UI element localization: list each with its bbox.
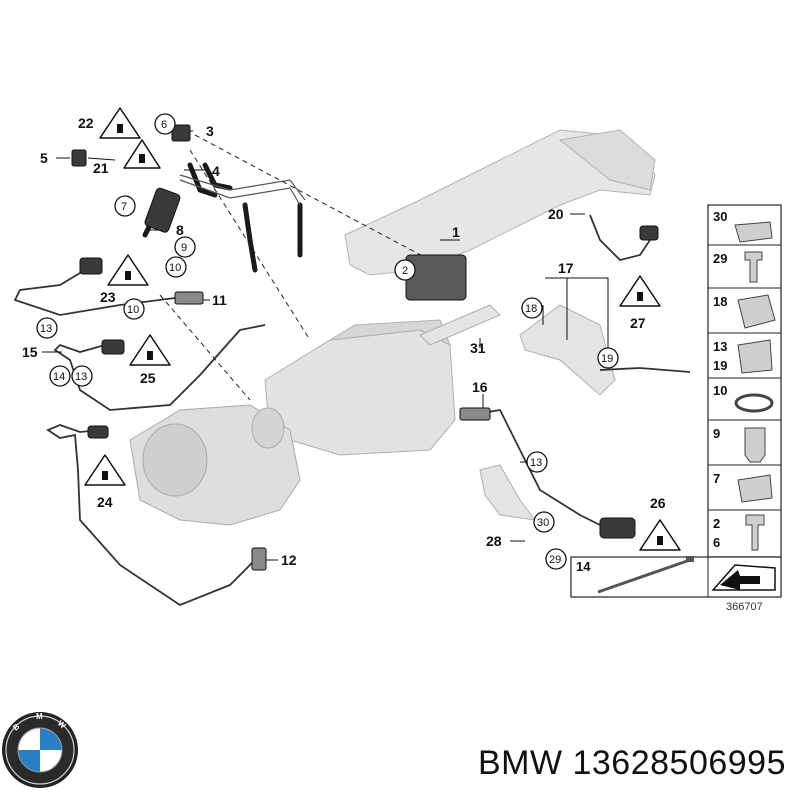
logo-lettering-w: W [56,719,68,731]
callout-2: 2 [402,265,408,277]
table-row-29: 29 [713,251,727,266]
logo-lettering-b: B [11,722,21,733]
callout-10a: 10 [169,262,181,274]
callout-1: 1 [452,224,460,240]
callout-labels: 22 21 5 6 3 4 7 8 9 10 10 23 11 13 15 14… [22,115,666,568]
callout-27: 27 [630,315,646,331]
callout-26: 26 [650,495,666,511]
callout-7: 7 [121,201,127,213]
plug-warning-icon [84,454,126,486]
callout-rings [36,113,619,570]
callout-24: 24 [97,494,113,510]
callout-4: 4 [212,163,220,179]
hose-clamp-icon [737,474,773,503]
callout-15: 15 [22,344,38,360]
clamp-icon [737,294,776,329]
callout-8: 8 [176,222,184,238]
callout-3: 3 [206,123,214,139]
plug-warning-icon [129,334,171,366]
callout-31: 31 [470,340,486,356]
callout-25: 25 [140,370,156,386]
callout-19: 19 [601,353,613,365]
callout-10b: 10 [127,304,139,316]
plug-warning-icon [619,275,661,307]
callout-14: 14 [53,371,65,383]
callout-21: 21 [93,160,109,176]
screw-icon [744,251,763,283]
pipes [179,174,306,206]
callout-28: 28 [486,533,502,549]
cable-holder-icon [737,339,773,374]
callout-30: 30 [537,517,549,529]
table-row-30: 30 [713,209,727,224]
table-row-7: 7 [713,471,720,486]
callout-13b: 13 [75,371,87,383]
brackets-ghost [419,304,616,521]
callout-23: 23 [100,289,116,305]
table-row-6: 6 [713,535,720,550]
callout-16: 16 [472,379,488,395]
callout-29: 29 [549,554,561,566]
callout-5: 5 [40,150,48,166]
seal-ring-icon [734,393,774,413]
table-row-18: 18 [713,294,727,309]
callout-11: 11 [212,292,227,308]
clip-nut-icon [734,221,773,243]
warning-glyphs [102,124,663,545]
dashed-leaders [159,134,431,401]
cable-tie-icon [597,558,691,594]
plug-warning-icon [639,519,681,551]
logo-lettering-m: M [36,712,43,721]
table-row-2: 2 [713,516,720,531]
plug-warning-icon [99,107,141,139]
bmw-logo: B M W [2,712,78,788]
callout-18: 18 [525,303,537,315]
intake-manifold [344,129,656,276]
callout-22: 22 [78,115,94,131]
table-row-19: 19 [713,358,727,373]
part-number-title: BMW 13628506995 [477,744,786,782]
table-row-14: 14 [576,559,591,574]
table-row-10: 10 [713,383,727,398]
callout-12: 12 [281,552,297,568]
turbocharger [129,404,301,526]
particulate-filter [264,319,456,456]
plug-warning-icon [107,254,149,286]
table-row-9: 9 [713,426,720,441]
callout-17: 17 [558,260,574,276]
callout-9: 9 [181,242,187,254]
callout-20: 20 [548,206,564,222]
small-parts [71,124,659,571]
warning-triangles [84,107,681,551]
parts-table: 30 29 18 13 19 10 9 7 2 6 14 366707 [570,204,782,613]
callout-13c: 13 [530,457,542,469]
table-row-13: 13 [713,339,727,354]
banjo-bolt-icon [744,427,766,463]
bolt-icon [745,514,765,551]
callout-6: 6 [161,119,167,131]
callout-13a: 13 [40,323,52,335]
footer: B M W [2,712,78,788]
diagram-ref-number: 366707 [726,601,763,613]
